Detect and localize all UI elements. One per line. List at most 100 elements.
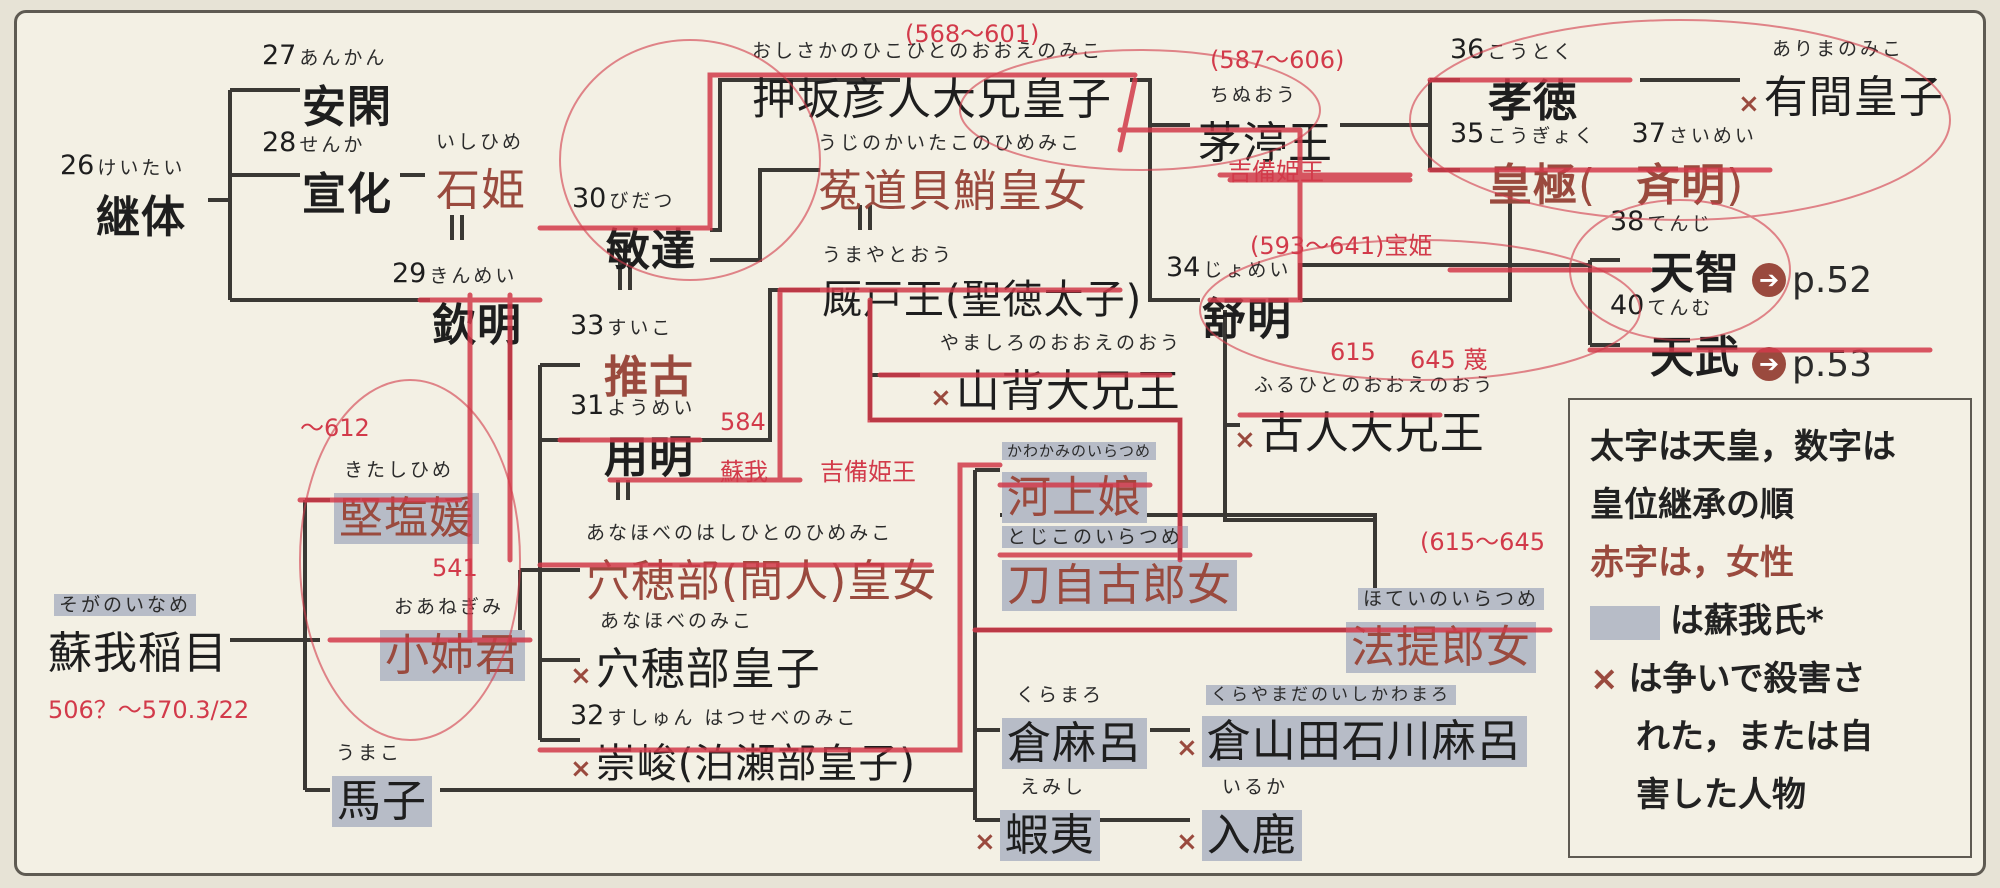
person-name: 舒明: [1202, 294, 1292, 345]
ruby: くらやまだのいしかわまろ: [1206, 685, 1456, 705]
ruby: うまやとおう: [822, 244, 955, 266]
ruby: そがのいなめ: [54, 594, 197, 616]
succession-number: 35: [1450, 118, 1485, 149]
node-iruka: いるか ×入鹿: [1176, 772, 1302, 863]
person-name: 安閑: [302, 82, 392, 133]
person-name: 用明: [604, 432, 694, 483]
person-name: 継体: [96, 192, 186, 243]
killed-mark: ×: [1738, 89, 1760, 119]
person-name: 倉麻呂: [1002, 718, 1147, 769]
ruby: ようめい: [607, 397, 696, 419]
person-name: 河上娘: [1002, 472, 1147, 523]
ruby: うじのかいたこのひめみこ: [818, 132, 1083, 154]
pen-note: (615〜645: [1420, 528, 1545, 556]
person-name: 入鹿: [1201, 810, 1302, 861]
ruby: あんかん: [299, 47, 388, 69]
person-name: 穴穂部皇子: [595, 644, 821, 695]
succession-number: 31: [570, 390, 605, 421]
ruby: きたしひめ: [344, 459, 455, 481]
person-name: 蘇我稲目: [48, 628, 228, 679]
person-name: 天武: [1650, 332, 1740, 383]
ruby: かわかみのいらつめ: [1002, 442, 1157, 460]
paren-close: ): [1726, 160, 1745, 211]
node-umayado: うまやとおう 厩戸王(聖徳太子): [822, 240, 1142, 325]
node-emishi: えみし ×蝦夷: [974, 772, 1100, 863]
legend-soga-row: は蘇我氏*: [1590, 592, 1950, 650]
node-kuramaro: くらまろ 倉麻呂: [1002, 680, 1147, 771]
person-name: 穴穂部(間人)皇女: [586, 556, 938, 607]
person-name: 推古: [604, 352, 694, 403]
ruby: おあねぎみ: [394, 596, 505, 618]
ruby: ありまのみこ: [1772, 38, 1905, 60]
succession-number: 37: [1631, 118, 1666, 149]
legend-line: は蘇我氏*: [1670, 601, 1824, 641]
succession-number: 26: [60, 150, 95, 181]
ruby: けいたい: [97, 157, 186, 179]
killed-mark: ×: [1176, 733, 1198, 763]
arrow-right-icon: ➔: [1752, 347, 1786, 381]
node-ishihime: いしひめ 石姫: [436, 127, 526, 218]
pen-note: 645 蔑: [1410, 346, 1488, 374]
node-anahobe-miko: あなほべのみこ ×穴穂部皇子: [570, 606, 821, 697]
person-name: 馬子: [332, 776, 432, 827]
person-name: 石姫: [436, 165, 526, 216]
ruby: いるか: [1222, 776, 1289, 798]
person-name: 斉明: [1636, 160, 1727, 211]
ruby: こうぎょく: [1487, 125, 1597, 147]
ruby: てんむ: [1647, 297, 1714, 319]
node-oanegimi: おあねぎみ 小姉君: [380, 592, 525, 683]
ruby: やましろのおおえのおう: [940, 332, 1183, 354]
legend-line: れた，または自: [1636, 717, 1874, 757]
ruby: すしゅん はつせべのみこ: [607, 707, 859, 729]
ruby: ちぬおう: [1210, 84, 1299, 106]
node-uji: うじのかいたこのひめみこ 菟道貝鮹皇女: [818, 128, 1088, 219]
ruby: いしひめ: [436, 131, 525, 153]
pen-note: 吉備姫王: [820, 458, 916, 486]
ruby: びだつ: [609, 190, 676, 212]
person-name: 古人大兄王: [1259, 408, 1485, 459]
ruby: あなほべのみこ: [600, 610, 755, 632]
person-name: 崇峻(泊瀬部皇子): [595, 741, 917, 787]
ruby: さいめい: [1668, 125, 1757, 147]
person-name: 菟道貝鮹皇女: [818, 166, 1088, 217]
node-iname: そがのいなめ 蘇我稲目: [48, 590, 228, 681]
person-name: 蝦夷: [999, 810, 1100, 861]
succession-number: 29: [392, 258, 427, 289]
pen-note: (593〜641)宝姫: [1250, 232, 1433, 260]
pen-note: 吉備姫王: [1228, 158, 1324, 186]
ruby: ふるひとのおおえのおう: [1254, 374, 1496, 396]
legend-line: 皇位継承の順: [1590, 485, 1794, 525]
ruby: ほていのいらつめ: [1358, 588, 1545, 610]
pen-note: 蘇我: [720, 458, 768, 486]
person-name: 刀自古郎女: [1002, 560, 1237, 611]
killed-mark: ×: [1234, 425, 1256, 455]
succession-number: 38: [1610, 206, 1645, 237]
ruby: うまこ: [336, 742, 403, 764]
pen-note: 541: [432, 554, 478, 582]
person-name: 法提郎女: [1346, 622, 1536, 673]
succession-number: 36: [1450, 34, 1485, 65]
person-name: 小姉君: [380, 630, 525, 681]
succession-number: 30: [572, 183, 607, 214]
succession-number: 33: [570, 310, 605, 341]
succession-number: 32: [570, 700, 605, 731]
page-link-tenmu[interactable]: ➔p.53: [1752, 344, 1872, 385]
pen-note: 〜612: [300, 414, 370, 442]
page-ref: p.52: [1792, 259, 1873, 301]
person-name: 敏達: [606, 225, 696, 276]
ruby: くらまろ: [1016, 684, 1105, 706]
ruby: せんか: [299, 134, 366, 156]
ruby: すいこ: [607, 317, 674, 339]
person-name: 倉山田石川麻呂: [1201, 716, 1527, 767]
succession-number: 27: [262, 40, 297, 71]
node-tojiko: とじこのいらつめ 刀自古郎女: [1002, 522, 1237, 613]
